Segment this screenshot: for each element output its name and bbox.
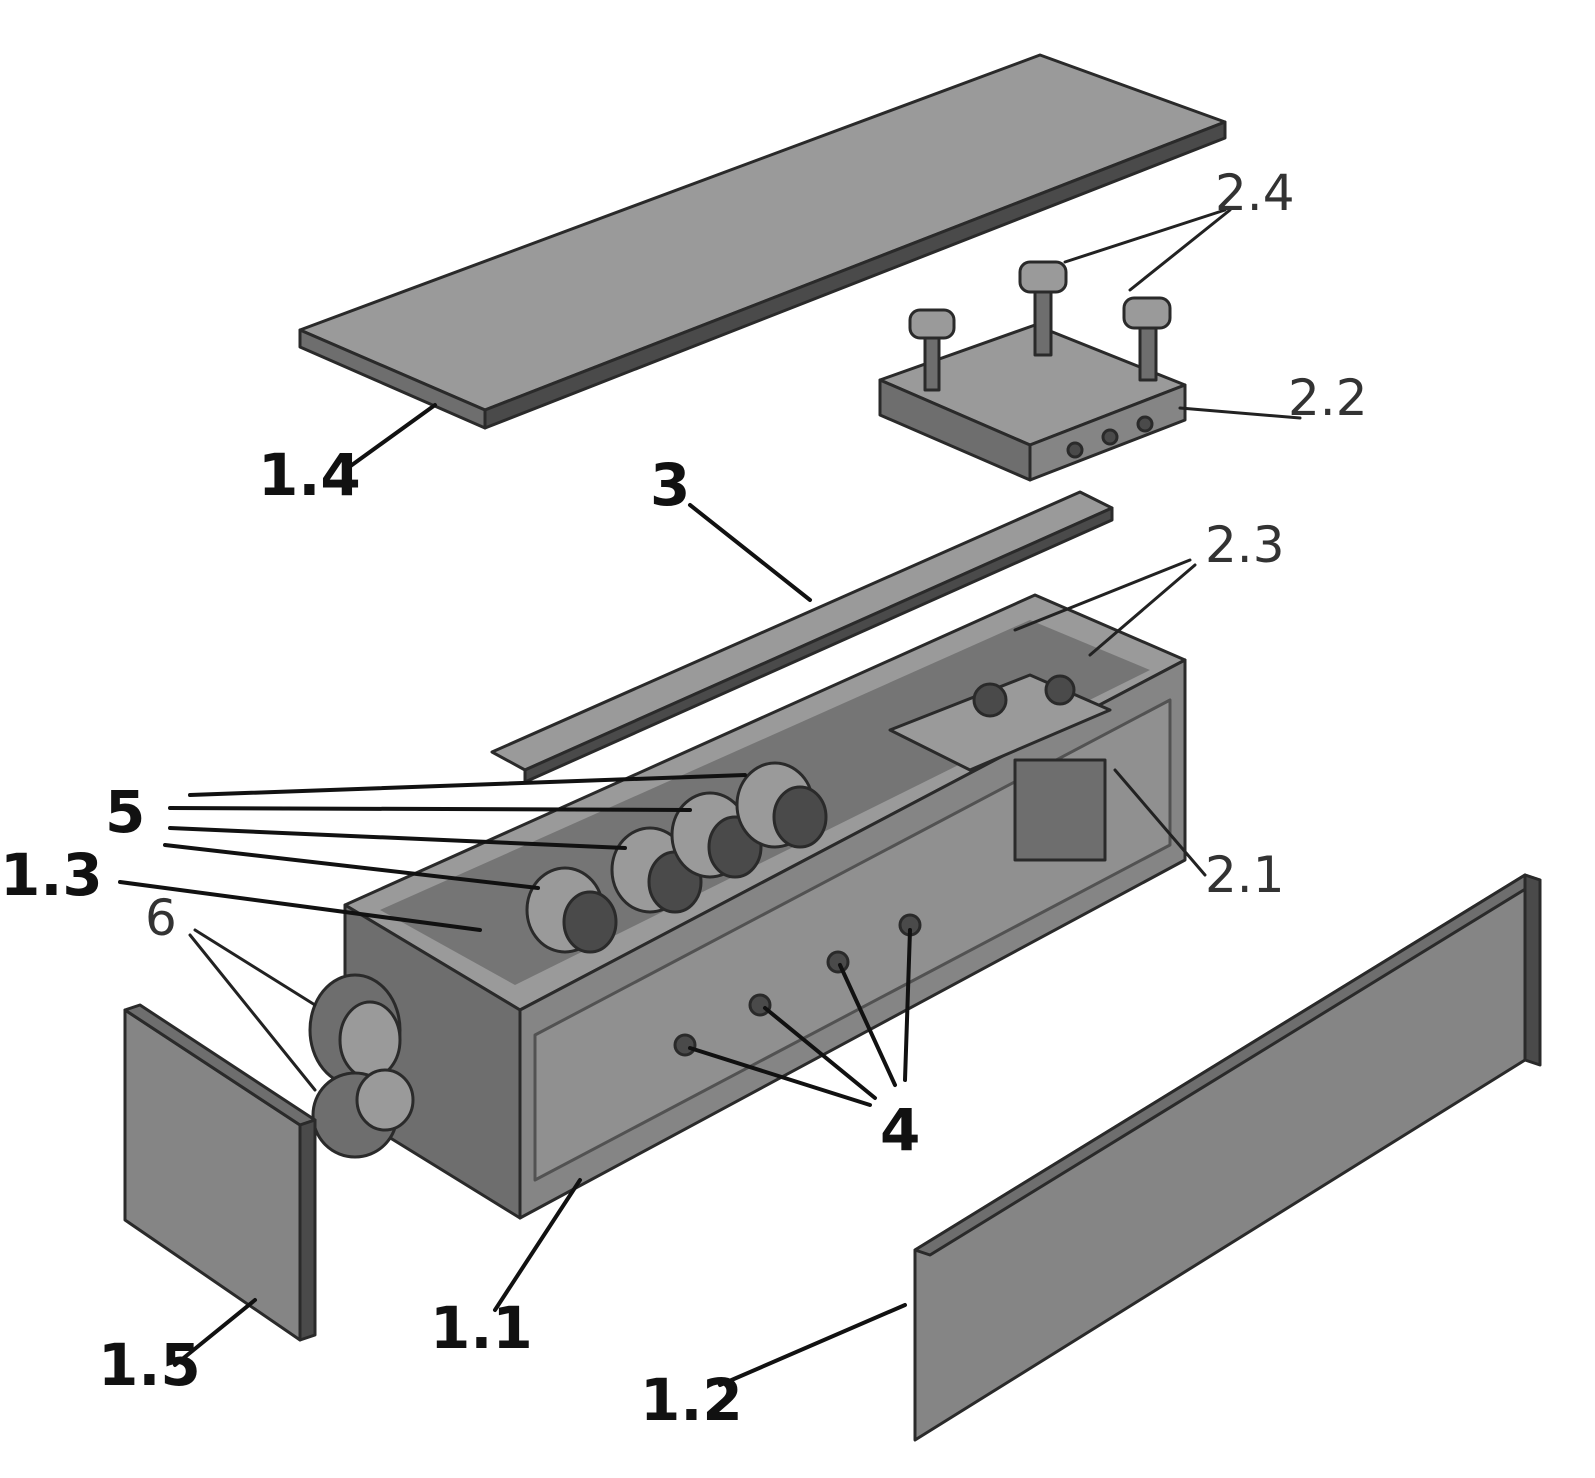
knobs bbox=[308, 973, 415, 1159]
callout-3: 3 bbox=[650, 451, 690, 519]
callout-1-5: 1.5 bbox=[98, 1331, 201, 1399]
callout-1-1: 1.1 bbox=[430, 1294, 533, 1362]
connector-pins bbox=[908, 260, 1172, 392]
callout-4: 4 bbox=[880, 1096, 920, 1164]
cylinder bbox=[735, 761, 828, 849]
side-panel bbox=[913, 873, 1542, 1442]
cylinder bbox=[670, 791, 763, 879]
callout-2-2: 2.2 bbox=[1288, 369, 1368, 427]
callout-labels: 1.4 3 2.4 2.2 2.3 2.1 5 1.3 6 4 1.1 1.2 … bbox=[0, 164, 1368, 1434]
connector-board bbox=[878, 323, 1187, 482]
callout-6: 6 bbox=[145, 889, 177, 947]
callout-2-4: 2.4 bbox=[1215, 164, 1295, 222]
callout-2-3: 2.3 bbox=[1205, 516, 1285, 574]
spacer-strip bbox=[490, 490, 1114, 784]
callout-5: 5 bbox=[105, 778, 145, 846]
callout-1-3: 1.3 bbox=[0, 841, 103, 909]
cylinder-row bbox=[525, 761, 828, 954]
cylinder bbox=[525, 866, 618, 954]
top-lid-plate bbox=[298, 53, 1227, 430]
callout-2-1: 2.1 bbox=[1205, 846, 1285, 904]
callout-1-2: 1.2 bbox=[640, 1366, 743, 1434]
circuit-assembly bbox=[888, 673, 1112, 862]
callout-1-4: 1.4 bbox=[258, 441, 361, 509]
leader-lines bbox=[118, 208, 1302, 1387]
end-plate bbox=[123, 1003, 317, 1342]
